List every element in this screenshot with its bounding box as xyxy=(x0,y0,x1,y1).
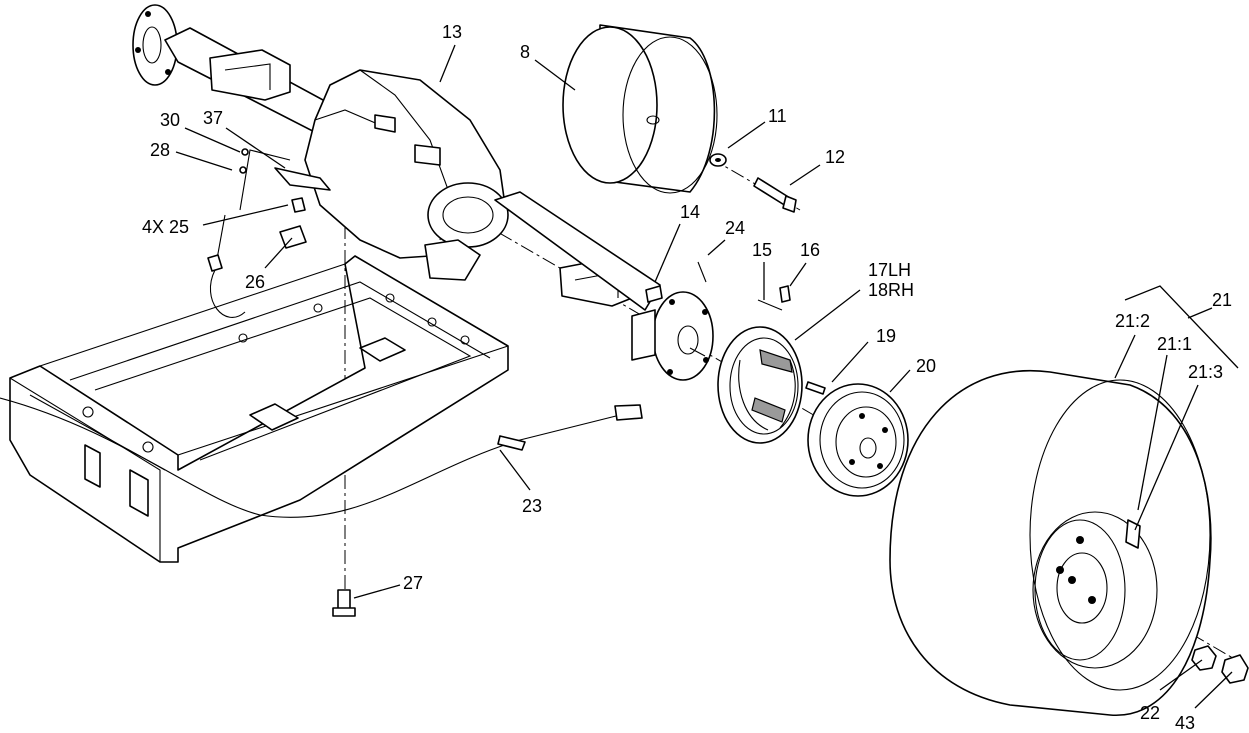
lug-nuts xyxy=(1191,645,1249,684)
callout-11: 11 xyxy=(768,106,787,126)
callout-13: 13 xyxy=(442,22,462,42)
callout-23: 23 xyxy=(522,496,542,516)
callout-27: 27 xyxy=(403,573,423,593)
small-hardware xyxy=(645,261,791,311)
callout-16: 16 xyxy=(800,240,820,260)
pulley xyxy=(562,24,718,194)
callout-4x-25: 4X 25 xyxy=(142,217,189,237)
callout-24: 24 xyxy=(725,218,745,238)
callout-21-3: 21:3 xyxy=(1188,362,1223,382)
callout-28: 28 xyxy=(150,140,170,160)
callout-14: 14 xyxy=(680,202,700,222)
callout-18rh: 18RH xyxy=(868,280,914,300)
callout-21: 21 xyxy=(1212,290,1232,310)
nut-and-clip xyxy=(279,197,307,249)
callout-26: 26 xyxy=(245,272,265,292)
callout-37: 37 xyxy=(203,108,223,128)
brake-cable xyxy=(0,397,643,518)
callout-labels: 13 8 11 12 30 37 28 4X 25 26 14 24 15 16… xyxy=(142,22,1232,733)
callout-8: 8 xyxy=(520,42,530,62)
callout-22: 22 xyxy=(1140,703,1160,723)
washer-and-bolt xyxy=(709,153,797,213)
callout-17lh: 17LH xyxy=(868,260,911,280)
wheel-and-tire xyxy=(889,369,1212,716)
callout-12: 12 xyxy=(825,147,845,167)
transaxle-assembly xyxy=(132,4,714,381)
callout-20: 20 xyxy=(916,356,936,376)
bolt-19 xyxy=(805,381,826,395)
callout-19: 19 xyxy=(876,326,896,346)
callout-21-1: 21:1 xyxy=(1157,334,1192,354)
chassis-frame xyxy=(9,255,509,563)
brake-backing-plate xyxy=(717,326,803,444)
callout-15: 15 xyxy=(752,240,772,260)
callout-30: 30 xyxy=(160,110,180,130)
brake-drum xyxy=(807,383,909,497)
bolt-27 xyxy=(332,589,356,617)
callout-43: 43 xyxy=(1175,713,1195,733)
callout-21-2: 21:2 xyxy=(1115,311,1150,331)
leader-lines xyxy=(175,44,1239,709)
brake-linkage xyxy=(207,148,331,318)
